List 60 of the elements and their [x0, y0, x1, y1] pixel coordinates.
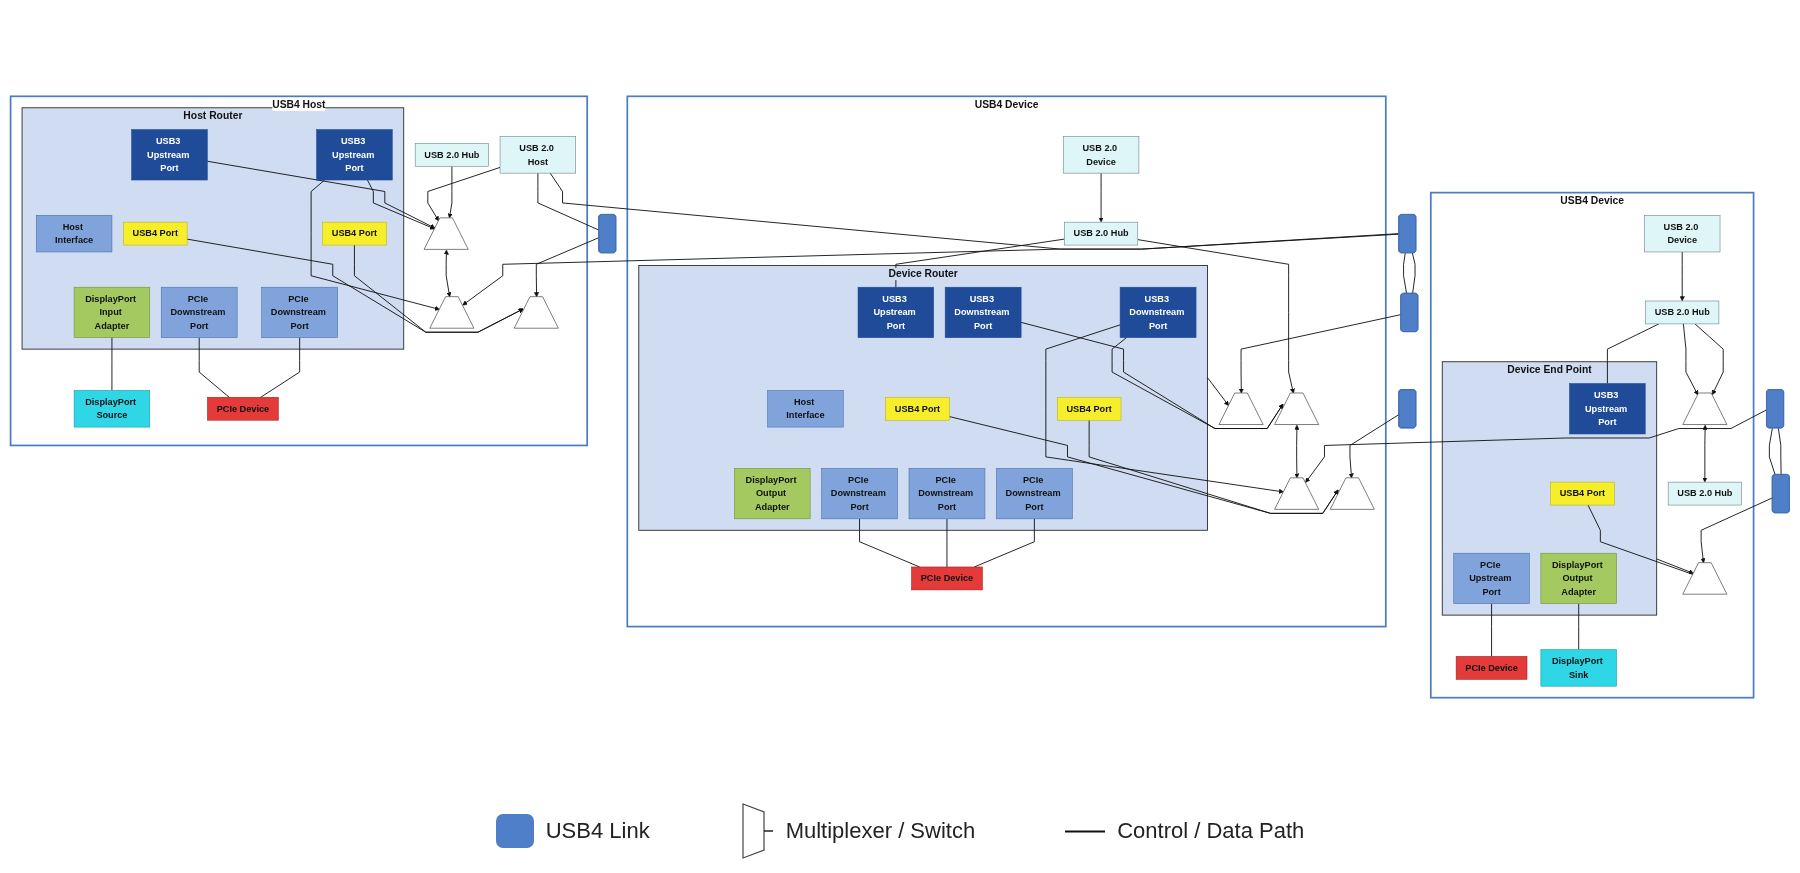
- node-box: USB 2.0 Hub: [414, 143, 489, 167]
- node-box: PCIe Downstream Port: [996, 468, 1073, 520]
- node-box: USB 2.0 Hub: [1064, 221, 1139, 246]
- node-trapezoid: [1218, 392, 1264, 425]
- connector: [111, 337, 113, 391]
- legend-label: Multiplexer / Switch: [785, 818, 976, 844]
- node-box: USB4 Port: [1550, 481, 1615, 506]
- node-box: PCIe Downstream Port: [160, 286, 238, 338]
- connector: [260, 337, 301, 398]
- node-box: Host Interface: [35, 215, 113, 253]
- connector: [1411, 252, 1416, 294]
- node-trapezoid: [1274, 392, 1320, 425]
- connector: [895, 238, 1065, 288]
- node-box: USB3 Upstream Port: [857, 286, 934, 338]
- node-box: PCIe Device: [911, 566, 983, 591]
- node-trapezoid: [513, 296, 559, 329]
- node-box: USB 2.0 Hub: [1645, 300, 1720, 325]
- connector: [1606, 323, 1660, 384]
- node-box: USB4 Port: [1057, 397, 1122, 421]
- node-box: DisplayPort Sink: [1540, 649, 1617, 687]
- node-box: USB3 Upstream Port: [1569, 383, 1646, 435]
- connector: [1768, 427, 1776, 476]
- connector: [946, 518, 948, 568]
- node-trapezoid: [1274, 477, 1320, 510]
- node-trapezoid: [1329, 477, 1375, 510]
- node-box: PCIe Downstream Port: [908, 468, 986, 520]
- node-box: PCIe Downstream Port: [261, 286, 338, 338]
- node-box: USB3 Upstream Port: [131, 129, 208, 181]
- node-box: DisplayPort Output Adapter: [1540, 552, 1617, 604]
- node-box: PCIe Device: [1455, 656, 1528, 680]
- node-box: DisplayPort Output Adapter: [734, 468, 811, 520]
- node-box: USB 2.0 Hub: [1667, 481, 1742, 506]
- node-trapezoid: [423, 217, 469, 250]
- node-box: DisplayPort Input Adapter: [73, 286, 151, 338]
- node-box: USB 2.0 Device: [1644, 215, 1721, 253]
- node-box: USB4 Port: [322, 221, 387, 246]
- connector: [1578, 603, 1580, 650]
- node-box: Host Interface: [767, 390, 844, 428]
- connector: [1491, 603, 1492, 657]
- node-box: USB 2.0 Device: [1062, 136, 1140, 174]
- connector: [1587, 504, 1694, 575]
- node-box: USB4 Port: [885, 397, 950, 421]
- node-box: PCIe Device: [207, 397, 279, 421]
- node-box: USB4 Port: [123, 221, 188, 246]
- node-box: USB3 Upstream Port: [316, 129, 393, 181]
- node-box: PCIe Downstream Port: [821, 468, 898, 520]
- legend-label: USB4 Link: [545, 818, 650, 844]
- node-trapezoid: [1682, 392, 1728, 425]
- connector: [537, 172, 600, 231]
- node-box: USB3 Downstream Port: [944, 286, 1022, 338]
- legend-label: Control / Data Path: [1117, 818, 1305, 844]
- node-trapezoid: [1682, 562, 1728, 595]
- connector: [1777, 427, 1782, 476]
- node-box: PCIe Upstream Port: [1453, 552, 1530, 604]
- node-box: USB 2.0 Host: [499, 136, 576, 174]
- connector: [1403, 252, 1408, 294]
- node-box: USB3 Downstream Port: [1119, 286, 1197, 338]
- connector: [198, 337, 230, 398]
- node-trapezoid: [429, 296, 475, 329]
- node-box: DisplayPort Source: [73, 390, 151, 428]
